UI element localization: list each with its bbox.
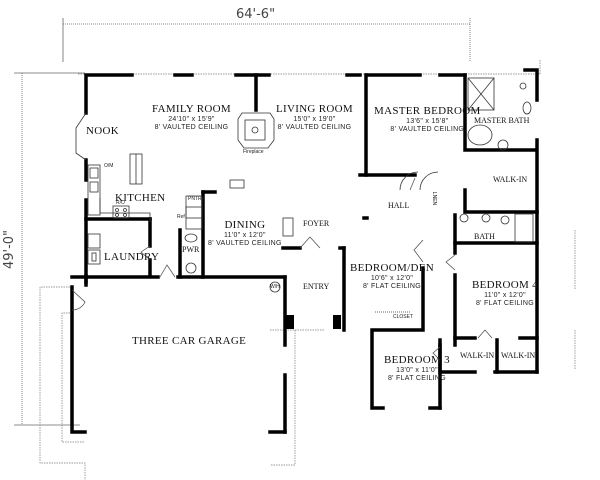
- bedroom-den-name: BEDROOM/DEN: [350, 262, 434, 274]
- dining-size: 11'0" x 12'0": [224, 232, 266, 239]
- wall-blocks: [286, 315, 341, 329]
- laundry-label: LAUNDRY: [104, 251, 160, 263]
- closet-label: CLOSET: [393, 314, 414, 320]
- hall-label: HALL: [388, 201, 410, 210]
- refrigerator-label: Ref: [177, 214, 185, 220]
- water-heater-label: W/H: [270, 284, 280, 290]
- foyer-label: FOYER: [303, 219, 330, 228]
- entry-label: ENTRY: [303, 282, 330, 291]
- living-room-label: LIVING ROOM 15'0" x 19'0" 8' VAULTED CEI…: [276, 103, 353, 132]
- family-room-size: 24'10" x 15'9": [168, 116, 215, 123]
- walls: [70, 68, 539, 434]
- oven-microwave-label: O/M: [104, 163, 114, 169]
- bedroom-3-ceiling: 8' FLAT CEILING: [387, 375, 447, 382]
- dining-ceiling: 8' VAULTED CEILING: [208, 240, 282, 247]
- walkin-b-label: WALK-IN: [501, 351, 536, 360]
- living-room-ceiling: 8' VAULTED CEILING: [277, 124, 352, 131]
- family-room-ceiling: 8' VAULTED CEILING: [154, 124, 229, 131]
- pantry-label: PNTRY: [188, 196, 205, 202]
- master-bedroom-name: MASTER BEDROOM: [374, 105, 481, 117]
- nook-label: NOOK: [86, 125, 119, 137]
- bedroom-4-name: BEDROOM 4: [472, 279, 538, 291]
- family-room-name: FAMILY ROOM: [152, 103, 231, 115]
- living-room-name: LIVING ROOM: [276, 103, 353, 115]
- powder-room-label: PWR: [182, 245, 200, 254]
- bedroom-den-ceiling: 8' FLAT CEILING: [362, 283, 422, 290]
- bedroom-den-size: 10'6" x 12'0": [370, 275, 414, 282]
- garage-label: THREE CAR GARAGE: [132, 335, 247, 347]
- master-bedroom-ceiling: 8' VAULTED CEILING: [390, 126, 465, 133]
- dining-name: DINING: [224, 219, 266, 231]
- range-oven-label: R/O: [116, 200, 125, 206]
- bedroom-4-label: BEDROOM 4 11'0" x 12'0" 8' FLAT CEILING: [472, 279, 538, 308]
- master-bedroom-label: MASTER BEDROOM 13'6" x 15'8" 8' VAULTED …: [374, 105, 481, 134]
- master-bedroom-size: 13'6" x 15'8": [406, 118, 449, 125]
- master-walkin-label: WALK-IN: [493, 175, 528, 184]
- overall-depth-dimension: 49'-0": [2, 229, 18, 270]
- bath-label: BATH: [474, 232, 495, 241]
- door-swings: [71, 177, 493, 361]
- bedroom-4-size: 11'0" x 12'0": [484, 292, 526, 299]
- walkin-a-label: WALK-IN: [460, 351, 495, 360]
- bedroom-3-label: BEDROOM 3 13'0" x 11'0" 8' FLAT CEILING: [384, 354, 450, 383]
- kitchen-label: KITCHEN: [115, 192, 166, 204]
- fireplace-label: Fireplace: [243, 149, 264, 155]
- bedroom-4-ceiling: 8' FLAT CEILING: [475, 300, 535, 307]
- bedroom-den-label: BEDROOM/DEN 10'6" x 12'0" 8' FLAT CEILIN…: [350, 262, 434, 291]
- family-room-label: FAMILY ROOM 24'10" x 15'9" 8' VAULTED CE…: [152, 103, 231, 132]
- thin-lines: [75, 77, 534, 313]
- linen-closet-label: LNEN: [431, 191, 438, 206]
- dimension-lines: [14, 18, 471, 426]
- master-bath-label: MASTER BATH: [474, 116, 530, 125]
- dining-label: DINING 11'0" x 12'0" 8' VAULTED CEILING: [208, 219, 282, 248]
- bedroom-3-size: 13'0" x 11'0": [396, 367, 438, 374]
- bedroom-3-name: BEDROOM 3: [384, 354, 450, 366]
- overall-width-dimension: 64'-6": [236, 7, 276, 22]
- living-room-size: 15'0" x 19'0": [293, 116, 336, 123]
